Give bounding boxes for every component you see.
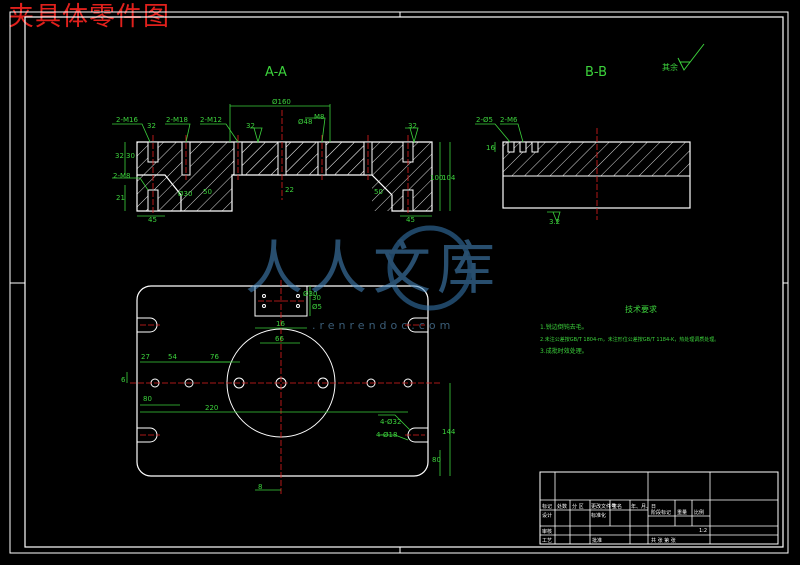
svg-text:Ø160: Ø160 [272,98,291,106]
svg-text:16: 16 [276,320,285,328]
svg-text:220: 220 [205,404,218,412]
svg-text:2-Ø5: 2-Ø5 [476,116,493,124]
svg-text:80: 80 [432,456,441,464]
svg-text:100: 100 [430,174,443,182]
svg-text:1:2: 1:2 [699,528,707,534]
svg-text:45: 45 [148,216,157,224]
svg-text:8: 8 [258,483,262,491]
svg-text:Ø5: Ø5 [312,303,322,311]
tech-requirement-1: 1.锐边倒钝去毛。 [540,323,588,331]
svg-text:比例: 比例 [694,509,704,516]
svg-text:32: 32 [246,122,255,130]
plan-dimensions: 27 54 76 Ø30 30 Ø5 16 66 6 80 220 4-Ø32 … [121,290,456,491]
watermark: 人人文库 .renrendoc.com [245,225,501,332]
svg-text:76: 76 [210,353,219,361]
section-b-view [475,123,691,224]
svg-text:共 张 第 张: 共 张 第 张 [651,537,676,544]
svg-text:更改文件号: 更改文件号 [591,503,616,510]
svg-text:工艺: 工艺 [542,538,552,544]
watermark-url: .renrendoc.com [312,319,454,332]
svg-text:4-Ø32: 4-Ø32 [380,418,401,426]
svg-text:审核: 审核 [542,528,552,535]
svg-text:6: 6 [121,376,126,384]
inner-frame [24,16,784,548]
svg-text:Ø30: Ø30 [178,190,192,198]
tech-requirement-2: 2.未注公差按GB/T 1804-m，未注形位公差按GB/T 1184-K，热处… [540,336,719,343]
tech-requirements: 技术要求 1.锐边倒钝去毛。 2.未注公差按GB/T 1804-m，未注形位公差… [540,304,719,355]
svg-text:设计: 设计 [542,512,552,519]
section-a-dimensions: 2-M16 32 2-M18 2-M12 32 Ø160 Ø48 M8 32 3… [113,98,456,224]
svg-text:3.2: 3.2 [549,218,560,226]
svg-text:104: 104 [442,174,456,182]
svg-text:66: 66 [275,335,284,343]
svg-text:重量: 重量 [677,509,687,516]
svg-text:批准: 批准 [592,537,602,544]
roughness-note: 其余 [662,62,678,72]
svg-text:54: 54 [168,353,177,361]
roughness-symbol [677,43,705,71]
svg-text:4-Ø18: 4-Ø18 [376,431,397,439]
tech-requirement-3: 3.成批时效处理。 [540,347,588,355]
svg-text:2-M12: 2-M12 [200,116,222,124]
svg-text:16: 16 [486,144,495,152]
section-a-label: A-A [265,65,287,80]
svg-text:2-M16: 2-M16 [116,116,138,124]
svg-text:2-M18: 2-M18 [166,116,188,124]
section-b-label: B-B [585,65,607,80]
watermark-brand: 人人文库 [245,234,501,302]
svg-text:21: 21 [116,194,125,202]
svg-text:50: 50 [203,188,212,196]
section-a-view [112,104,451,217]
title-block: 标记 处数 分 区 更改文件号 签名 年、月、日 设计 标准化 审核 工艺 批准… [539,471,779,545]
svg-text:标准化: 标准化 [591,512,606,519]
svg-text:年、月、日: 年、月、日 [631,503,656,510]
tech-requirements-title: 技术要求 [625,304,657,314]
svg-text:M8: M8 [314,113,325,121]
svg-text:32: 32 [147,122,156,130]
section-b-dimensions: 2-Ø5 2-M6 16 3.2 [476,116,560,226]
svg-text:标记: 标记 [542,503,552,510]
svg-text:27: 27 [141,353,150,361]
svg-text:30: 30 [312,294,321,302]
svg-text:2-M8: 2-M8 [113,172,130,180]
svg-text:Ø30: Ø30 [303,290,317,298]
frame-ticks [10,12,788,553]
svg-text:144: 144 [442,428,456,436]
svg-text:阶段标记: 阶段标记 [651,509,671,516]
svg-text:32: 32 [408,122,417,130]
svg-text:45: 45 [406,216,415,224]
svg-text:处数: 处数 [557,503,567,510]
svg-text:80: 80 [143,395,152,403]
plan-view [126,280,451,495]
svg-text:32: 32 [115,152,124,160]
svg-text:22: 22 [285,186,294,194]
svg-text:Ø48: Ø48 [298,118,312,126]
svg-text:30: 30 [126,152,135,160]
svg-text:50: 50 [374,188,383,196]
svg-text:签名: 签名 [612,503,622,510]
svg-text:分 区: 分 区 [572,503,584,510]
watermark-logo-icon [387,225,473,311]
svg-text:2-M6: 2-M6 [500,116,518,124]
